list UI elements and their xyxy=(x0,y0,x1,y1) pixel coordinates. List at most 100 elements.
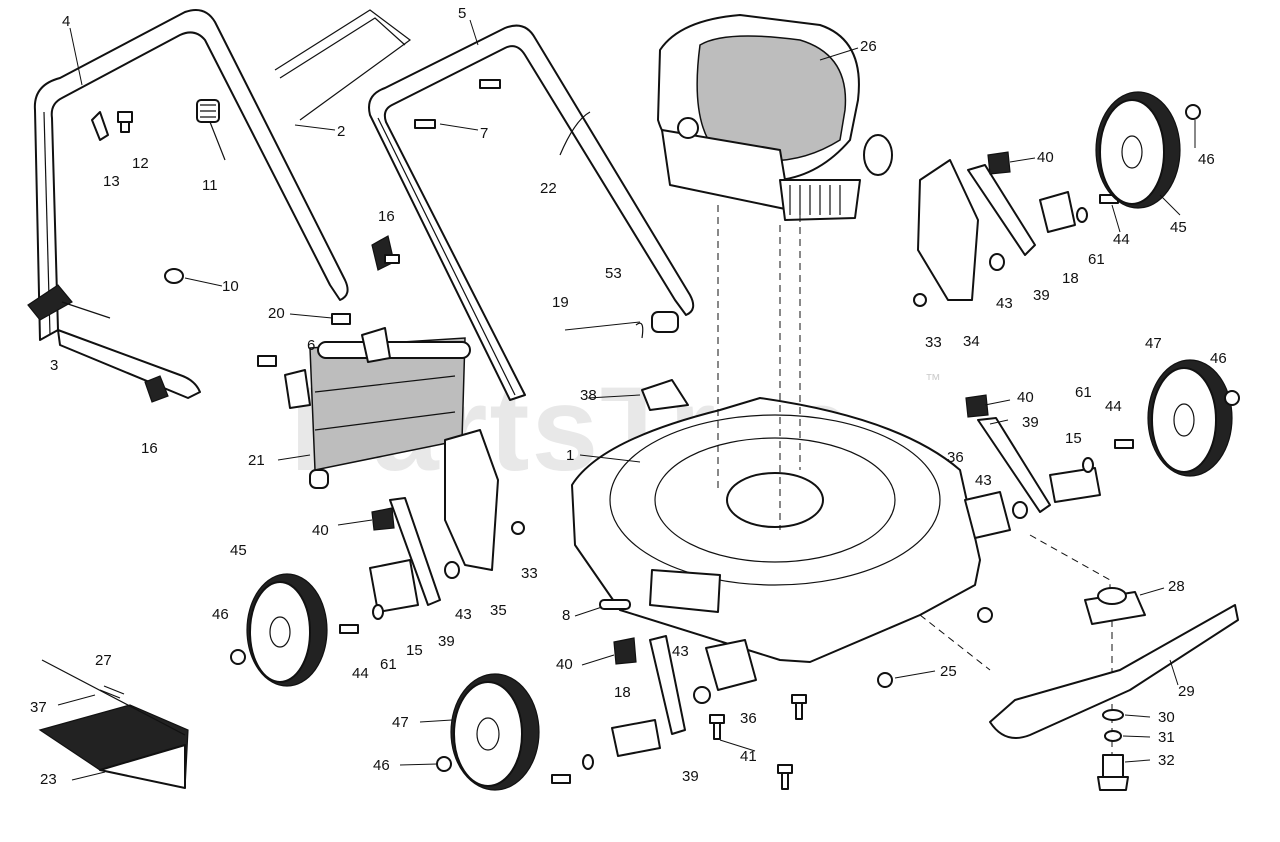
callout-label: 5 xyxy=(458,5,466,22)
callout-label: 3 xyxy=(50,357,58,374)
callout-label: 21 xyxy=(248,452,265,469)
callout-label: 47 xyxy=(392,714,409,731)
clip-part xyxy=(635,322,644,339)
callout-label: 43 xyxy=(975,472,992,489)
hardware-parts xyxy=(339,194,1134,784)
blade-adapter xyxy=(1084,587,1146,625)
callout-label: 61 xyxy=(1088,251,1105,268)
callout-label: 40 xyxy=(312,522,329,539)
callout-label: 39 xyxy=(1033,287,1050,304)
callout-label: 39 xyxy=(1022,414,1039,431)
blade-hardware xyxy=(1097,709,1129,791)
bolt-part xyxy=(414,79,501,129)
bolt-part xyxy=(709,694,807,790)
callout-label: 40 xyxy=(556,656,573,673)
callout-label: 53 xyxy=(605,265,622,282)
callout-label: 28 xyxy=(1168,578,1185,595)
callout-label: 46 xyxy=(212,606,229,623)
callout-label: 37 xyxy=(30,699,47,716)
callout-label: 16 xyxy=(141,440,158,457)
callout-label: 46 xyxy=(373,757,390,774)
callout-label: 22 xyxy=(540,180,557,197)
callout-label: 18 xyxy=(1062,270,1079,287)
callout-label: 46 xyxy=(1198,151,1215,168)
callout-label: 16 xyxy=(378,208,395,225)
callout-label: 35 xyxy=(490,602,507,619)
wheel-front-right xyxy=(1147,359,1233,477)
knob-part xyxy=(27,284,111,321)
callout-label: 23 xyxy=(40,771,57,788)
callout-label: 43 xyxy=(455,606,472,623)
callout-label: 61 xyxy=(1075,384,1092,401)
cap-part xyxy=(371,507,395,531)
bail-wire xyxy=(274,9,412,121)
cap-part xyxy=(613,637,637,665)
callout-label: 39 xyxy=(438,633,455,650)
leader-lines xyxy=(57,19,1196,781)
callout-label: 15 xyxy=(1065,430,1082,447)
callout-label: 25 xyxy=(940,663,957,680)
adjust-plate xyxy=(964,491,1011,539)
callout-label: 2 xyxy=(337,123,345,140)
callout-label: 11 xyxy=(202,177,218,194)
callout-label: 40 xyxy=(1037,149,1054,166)
callout-label: 43 xyxy=(672,643,689,660)
pivot-bracket xyxy=(369,559,419,613)
callout-label: 44 xyxy=(352,665,369,682)
grass-deflector xyxy=(38,704,189,789)
callout-label: 33 xyxy=(925,334,942,351)
height-bracket xyxy=(444,159,979,571)
callout-label: 30 xyxy=(1158,709,1175,726)
callout-label: 44 xyxy=(1113,231,1130,248)
callout-label: 33 xyxy=(521,565,538,582)
mower-blade xyxy=(989,604,1239,739)
callout-label: 45 xyxy=(1170,219,1187,236)
callout-label: 40 xyxy=(1017,389,1034,406)
callout-label: 31 xyxy=(1158,729,1175,746)
mower-deck xyxy=(571,397,981,663)
callout-label: 26 xyxy=(860,38,877,55)
callout-label: 10 xyxy=(222,278,239,295)
washer-part xyxy=(164,268,184,284)
clip-part xyxy=(91,111,109,141)
wheel-rear-right xyxy=(1095,91,1181,209)
hub-nuts xyxy=(230,104,1240,772)
wheel-left-rear xyxy=(246,573,328,687)
callout-label: 32 xyxy=(1158,752,1175,769)
callout-label: 1 xyxy=(566,447,574,464)
cable-part xyxy=(559,111,591,156)
callout-label: 47 xyxy=(1145,335,1162,352)
callout-label: 13 xyxy=(103,173,120,190)
baffle-part xyxy=(641,379,689,411)
knob-part xyxy=(371,235,400,271)
callout-label: 44 xyxy=(1105,398,1122,415)
deflector-rod xyxy=(41,659,186,736)
callout-label: 7 xyxy=(480,125,488,142)
callout-label: 20 xyxy=(268,305,285,322)
callout-label: 41 xyxy=(740,748,757,765)
callout-label: 29 xyxy=(1178,683,1195,700)
bracket-part xyxy=(284,369,311,409)
rear-guard xyxy=(309,337,471,489)
callout-label: 43 xyxy=(996,295,1013,312)
wheel-left-front xyxy=(450,673,540,791)
callout-label: 38 xyxy=(580,387,597,404)
alignment-line xyxy=(1029,534,1111,620)
bolt-part xyxy=(117,111,133,133)
cap-part xyxy=(987,151,1011,175)
engine xyxy=(657,14,893,221)
alignment-line xyxy=(919,614,991,671)
upper-handle xyxy=(33,9,349,399)
bolt-part xyxy=(331,313,351,325)
callout-label: 45 xyxy=(230,542,247,559)
callout-label: 46 xyxy=(1210,350,1227,367)
callout-label: 19 xyxy=(552,294,569,311)
adjust-lever xyxy=(389,164,1051,735)
adjust-plate xyxy=(705,639,757,691)
callout-label: 15 xyxy=(406,642,423,659)
callout-label: 18 xyxy=(614,684,631,701)
pivot-bracket xyxy=(1039,191,1076,233)
callout-label: 36 xyxy=(947,449,964,466)
pivot-bracket xyxy=(1049,467,1101,503)
